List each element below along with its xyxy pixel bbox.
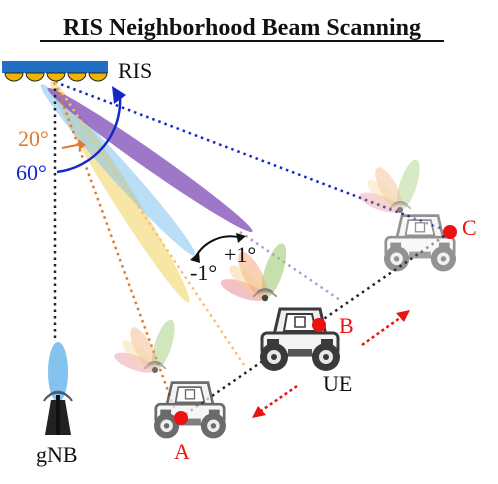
ris-panel	[2, 61, 108, 82]
ray-yellow	[53, 81, 246, 366]
angle-60-arc	[56, 95, 122, 174]
motion-arrow-back	[257, 384, 298, 415]
angle-20-arrowhead	[78, 139, 86, 150]
gnb-antenna-icon	[43, 342, 73, 435]
motion-arrowhead-back	[252, 406, 266, 418]
motion-arrow-forward	[361, 313, 405, 347]
ris-beams	[40, 81, 253, 303]
vehicle-icon	[152, 381, 228, 440]
beam-blue	[40, 84, 196, 256]
ris-panel-bar	[2, 61, 108, 73]
minus-1-label: -1°	[190, 260, 217, 285]
motion-arrowhead-forward	[396, 310, 410, 322]
scan-arrow-right	[236, 233, 246, 243]
angle-60-label: 60°	[16, 160, 47, 185]
ue-beam-fan	[356, 156, 426, 218]
page-title: RIS Neighborhood Beam Scanning	[63, 15, 421, 41]
ue-label: UE	[323, 371, 352, 396]
vehicle-icon	[382, 214, 458, 273]
point-b-label: B	[339, 313, 354, 338]
ray-purple	[239, 230, 341, 302]
point-a-label: A	[174, 439, 190, 464]
ray-60deg	[54, 80, 446, 232]
point-c-marker	[443, 225, 457, 239]
beam-purple	[47, 87, 253, 233]
scan-arrow-left	[190, 252, 200, 263]
angle-60-arrowhead	[112, 86, 126, 104]
point-a-marker	[174, 411, 188, 425]
vehicle-icon	[258, 307, 342, 373]
ris-label: RIS	[118, 58, 152, 83]
gnb-beam	[48, 342, 68, 402]
point-b-marker	[312, 318, 326, 332]
angle-20-label: 20°	[18, 126, 49, 151]
plus-1-label: +1°	[224, 242, 256, 267]
point-c-label: C	[462, 215, 477, 240]
gnb-label: gNB	[36, 442, 78, 467]
